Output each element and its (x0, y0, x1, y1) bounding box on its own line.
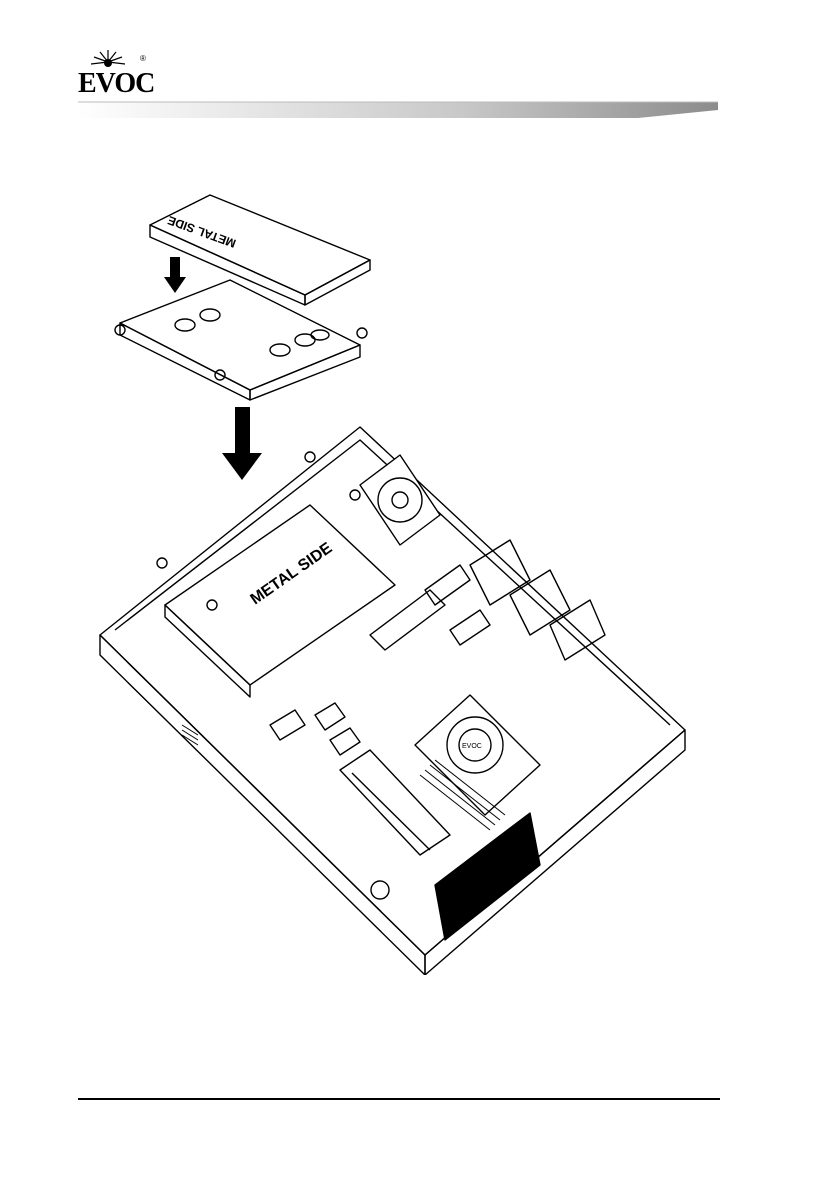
hdd-mounting-bracket (115, 280, 367, 400)
header-rule (78, 100, 718, 120)
down-arrow-large-icon (222, 407, 262, 480)
down-arrow-small-icon (164, 257, 186, 293)
fan-chip-label: EVOC (462, 743, 482, 750)
hard-disk-drive: METAL SIDE (150, 195, 370, 305)
page-header: EVOC ® (0, 0, 840, 130)
logo-text: EVOC (78, 68, 154, 100)
computer-chassis: METAL SIDE EVOC (100, 427, 685, 975)
registered-mark: ® (140, 54, 146, 63)
hdd-installation-diagram: METAL SIDE METAL SIDE (90, 185, 710, 975)
footer-rule (78, 1098, 720, 1100)
evoc-logo: EVOC ® (78, 48, 148, 106)
